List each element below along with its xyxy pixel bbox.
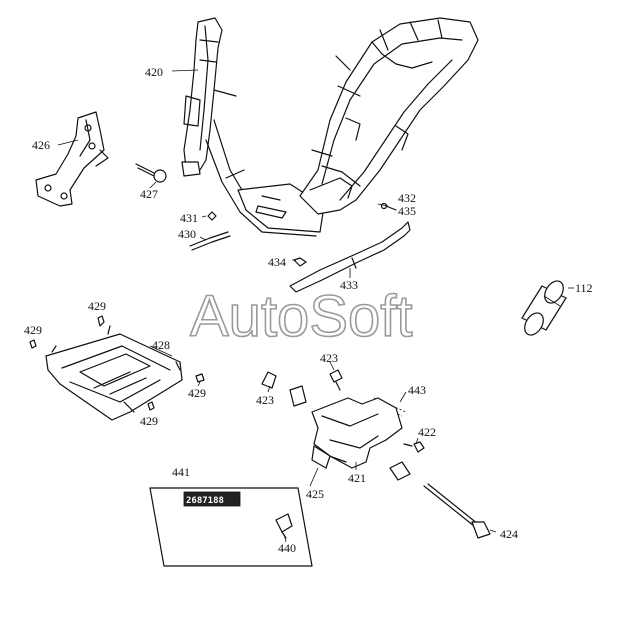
label-421: 421 bbox=[348, 471, 366, 485]
clip-429-top bbox=[97, 315, 105, 327]
clip-429-left bbox=[29, 339, 37, 349]
label-426: 426 bbox=[32, 138, 50, 152]
decal-441: 2687188 bbox=[149, 487, 313, 567]
label-434: 434 bbox=[268, 255, 286, 269]
clip-429-right bbox=[195, 373, 205, 383]
plate-428 bbox=[45, 325, 183, 421]
label-423-left: 423 bbox=[256, 393, 274, 407]
nut-422 bbox=[403, 441, 425, 453]
bar-433 bbox=[289, 221, 411, 293]
label-423-top: 423 bbox=[320, 351, 338, 365]
shaft-424 bbox=[423, 483, 491, 539]
label-429-left: 429 bbox=[24, 323, 42, 337]
label-433: 433 bbox=[340, 278, 358, 292]
bushing-right bbox=[389, 461, 411, 481]
label-429-right: 429 bbox=[188, 386, 206, 400]
label-432: 432 bbox=[398, 191, 416, 205]
frame-assembly bbox=[181, 17, 479, 237]
watermark: AutoSoft bbox=[190, 284, 412, 349]
label-425: 425 bbox=[306, 487, 324, 501]
label-112: 112 bbox=[575, 281, 593, 295]
label-431: 431 bbox=[180, 211, 198, 225]
label-429-bottom: 429 bbox=[140, 414, 158, 428]
grommet-423 bbox=[261, 371, 307, 407]
bracket-426 bbox=[35, 111, 109, 207]
cap-440 bbox=[275, 513, 293, 539]
strip-430 bbox=[189, 231, 231, 251]
clip-434 bbox=[293, 257, 307, 267]
nut-431 bbox=[207, 211, 217, 221]
label-441: 441 bbox=[172, 465, 190, 479]
label-422: 422 bbox=[418, 425, 436, 439]
part-labels: 420 426 427 431 430 432 435 434 433 112 … bbox=[24, 65, 593, 555]
label-430: 430 bbox=[178, 227, 196, 241]
label-427: 427 bbox=[140, 187, 158, 201]
decal-text: 2687188 bbox=[186, 496, 224, 506]
cylinder-112 bbox=[521, 280, 567, 336]
label-420: 420 bbox=[145, 65, 163, 79]
label-428: 428 bbox=[152, 338, 170, 352]
bolt-423 bbox=[329, 369, 343, 391]
label-443: 443 bbox=[408, 383, 426, 397]
label-440: 440 bbox=[278, 541, 296, 555]
stand-421 bbox=[311, 397, 403, 469]
bolt-427 bbox=[135, 163, 167, 183]
label-429-top: 429 bbox=[88, 299, 106, 313]
leader-lines bbox=[57, 69, 574, 543]
clip-429-bottom bbox=[147, 401, 155, 411]
label-424: 424 bbox=[500, 527, 518, 541]
bolt-432 bbox=[380, 202, 397, 211]
label-435: 435 bbox=[398, 204, 416, 218]
